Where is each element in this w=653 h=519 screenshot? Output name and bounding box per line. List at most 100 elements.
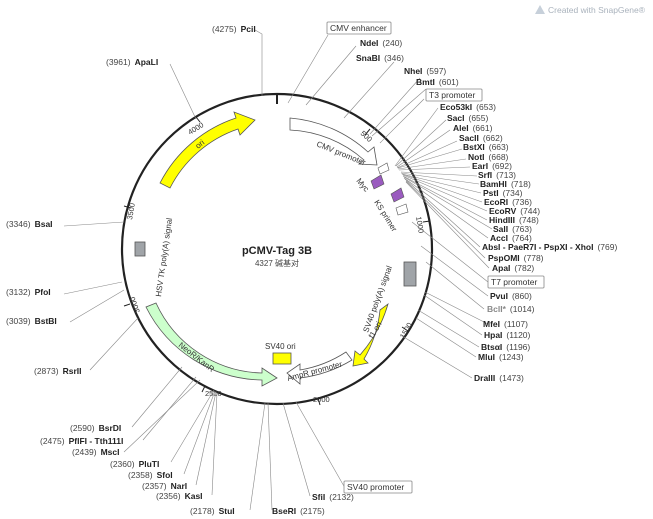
tick-label-3500: 3500 — [125, 202, 137, 220]
site-label[interactable]: EcoRI(736) — [484, 197, 532, 207]
sv40-ori-feature[interactable] — [272, 352, 292, 365]
cmv-promoter-feature[interactable] — [289, 117, 378, 166]
site-label[interactable]: (2873)RsrII — [34, 366, 81, 376]
site-label[interactable]: EarI(692) — [472, 161, 512, 171]
site-label[interactable]: BstXI(663) — [463, 142, 509, 152]
leader-line — [183, 390, 216, 475]
tick-label-1000: 1000 — [414, 216, 426, 234]
neo-feature[interactable] — [145, 302, 278, 387]
site-label[interactable]: SrfI(713) — [478, 170, 516, 180]
tick-mark-4000 — [195, 116, 201, 123]
site-label[interactable]: (2358)SfoI — [128, 470, 173, 480]
site-label[interactable]: PvuI(860) — [490, 291, 532, 301]
site-label[interactable]: NotI(668) — [468, 152, 509, 162]
site-label[interactable]: SacII(662) — [459, 133, 503, 143]
site-label[interactable]: EcoRV(744) — [489, 206, 540, 216]
site-label[interactable]: (3961)ApaLI — [106, 57, 158, 67]
t7-promoter-label[interactable]: T7 promoter — [487, 275, 545, 289]
leader-line — [401, 173, 483, 203]
site-label[interactable]: PstI(734) — [483, 188, 523, 198]
site-label[interactable]: ApaI(782) — [492, 263, 534, 273]
feature-label-sv40-ori: SV40 ori — [265, 342, 296, 351]
site-label[interactable]: (2439)MscI — [72, 447, 119, 457]
leader-line — [400, 172, 480, 185]
f1-ori-feature[interactable] — [352, 302, 389, 367]
site-label[interactable]: (2590)BsrDI — [70, 423, 121, 433]
snapgene-logo-icon — [535, 5, 545, 14]
backbone-ring — [120, 92, 434, 406]
site-label[interactable]: AccI(764) — [490, 233, 532, 243]
site-label[interactable]: (3039)BstBI — [6, 316, 57, 326]
site-label[interactable]: AbsI - PaeR7I - PspXI - XhoI(769) — [482, 242, 617, 252]
leader-line — [424, 291, 489, 325]
leader-line — [417, 309, 480, 348]
leader-line — [402, 174, 488, 212]
site-label[interactable]: MluI(1243) — [478, 352, 524, 362]
tick-label-500: 500 — [359, 129, 374, 144]
site-label[interactable]: BseRI(2175) — [272, 506, 325, 516]
site-label[interactable]: (2475)PflFI - Tth111I — [40, 436, 123, 446]
leader-line — [405, 180, 486, 259]
site-label[interactable]: (3132)PfoI — [6, 287, 51, 297]
plasmid-size: 4327 碱基对 — [255, 258, 299, 268]
t3-promoter-label-text: T3 promoter — [429, 90, 475, 100]
leader-line — [423, 294, 483, 336]
site-label[interactable]: DraIII(1473) — [474, 373, 524, 383]
cmv-enhancer-label-text: CMV enhancer — [330, 23, 387, 33]
site-label[interactable]: SfiI(2132) — [312, 492, 354, 502]
tick-mark-500 — [364, 128, 371, 136]
site-label[interactable]: (3346)BsaI — [6, 219, 53, 229]
site-label[interactable]: SnaBI(346) — [356, 53, 404, 63]
leader-line — [63, 221, 125, 227]
site-label[interactable]: (2178)StuI — [190, 506, 235, 516]
leader-line — [411, 221, 489, 283]
site-label[interactable]: BtsαI(1196) — [481, 342, 530, 352]
sv40-polya-feature[interactable] — [403, 261, 417, 287]
leader-line — [305, 45, 357, 106]
site-label[interactable]: SacI(655) — [447, 113, 489, 123]
site-label[interactable]: BamHI(718) — [480, 179, 531, 189]
tick-mark-1500 — [401, 326, 409, 332]
leader-line — [249, 402, 266, 511]
site-label[interactable]: BclI*(1014) — [487, 304, 535, 314]
site-label[interactable]: NdeI(240) — [360, 38, 402, 48]
boxed-features: CMV enhancer T3 promoter T7 promoter SV4… — [326, 21, 545, 494]
site-label[interactable]: Eco53kI(653) — [440, 102, 496, 112]
hsv-polya-feature[interactable] — [134, 241, 146, 257]
site-label[interactable]: (2357)NarI — [142, 481, 187, 491]
t7-feature[interactable] — [395, 203, 409, 216]
t3-feature[interactable] — [377, 162, 390, 175]
tick-mark-2000 — [317, 397, 321, 406]
leader-line — [396, 129, 451, 168]
tick-mark-1000 — [422, 220, 431, 223]
leader-line — [170, 389, 215, 463]
site-label[interactable]: SalI(763) — [493, 224, 532, 234]
t7-promoter-label-text: T7 promoter — [491, 277, 537, 287]
tick-mark-3000 — [123, 303, 131, 307]
leader-line — [369, 77, 421, 135]
site-label[interactable]: BmtI(601) — [416, 77, 459, 87]
sv40-promoter-label[interactable]: SV40 promoter — [343, 480, 413, 494]
site-label[interactable]: AleI(661) — [453, 123, 493, 133]
ori-feature[interactable] — [159, 111, 256, 189]
cmv-enhancer-label-box — [326, 21, 392, 35]
site-label[interactable]: PspOMI(778) — [488, 253, 544, 263]
t3-promoter-label[interactable]: T3 promoter — [425, 88, 483, 102]
cmv-enhancer-label[interactable]: CMV enhancer — [326, 21, 392, 35]
leader-line — [254, 29, 263, 96]
site-label[interactable]: (2360)PluTI — [110, 459, 159, 469]
ks-primer-feature[interactable] — [390, 187, 405, 203]
site-label[interactable]: (4275)PciI — [212, 24, 256, 34]
site-label[interactable]: HindIII(748) — [489, 215, 539, 225]
ampr-promoter-feature[interactable] — [286, 351, 353, 385]
leader-line — [287, 34, 329, 104]
site-label[interactable]: MfeI(1107) — [483, 319, 528, 329]
site-labels: (4275)PciI (3961)ApaLI (3346)BsaI (3132)… — [6, 24, 617, 516]
t7-promoter-label-box — [487, 275, 545, 289]
site-label[interactable]: NheI(597) — [404, 66, 446, 76]
site-label[interactable]: HpaI(1120) — [484, 330, 531, 340]
site-label[interactable]: (2356)KasI — [156, 491, 203, 501]
leader-line — [69, 289, 125, 323]
myc-tag-feature[interactable] — [370, 174, 385, 190]
leader-line — [395, 119, 447, 167]
